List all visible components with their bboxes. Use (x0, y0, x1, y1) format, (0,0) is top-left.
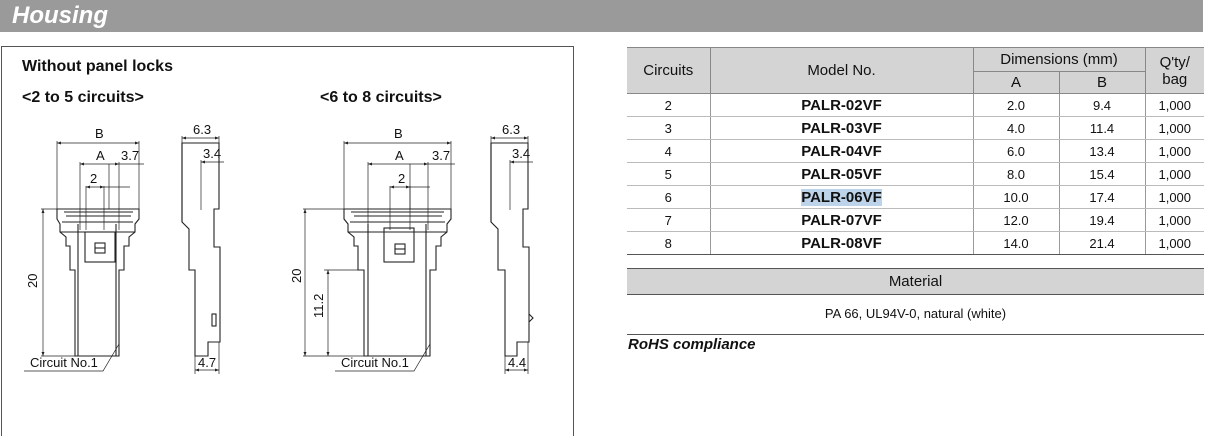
left-dim-a-ext: 3.7 (121, 148, 139, 163)
right-dim-2: 2 (398, 171, 405, 186)
cell-dim-a: 12.0 (972, 208, 1060, 232)
cell-model: PALR-04VF (709, 139, 974, 163)
right-dim-a-ext: 3.7 (432, 148, 450, 163)
cell-dim-b: 19.4 (1058, 208, 1146, 232)
left-side-width: 6.3 (193, 122, 211, 137)
cell-circuits: 5 (627, 162, 711, 186)
right-drawing-title: <6 to 8 circuits> (320, 89, 442, 106)
material-value: PA 66, UL94V-0, natural (white) (824, 306, 1007, 321)
cell-circuits: 4 (627, 139, 711, 163)
cell-circuits: 2 (627, 93, 711, 117)
material-heading: Material (627, 268, 1204, 295)
cell-dim-b: 15.4 (1058, 162, 1146, 186)
left-front-view (24, 141, 144, 372)
header-dim-b: B (1058, 71, 1146, 94)
right-circuit-label: Circuit No.1 (341, 355, 409, 370)
drawing-panel (1, 46, 574, 436)
header-qty-line1: Q'ty/ (1159, 53, 1190, 71)
page-title: Housing (12, 2, 108, 29)
model-text: PALR-05VF (801, 165, 882, 183)
cell-dim-a: 6.0 (972, 139, 1060, 163)
cell-qty: 1,000 (1144, 162, 1205, 186)
left-dim-a: A (96, 148, 105, 163)
right-side-inner: 3.4 (512, 146, 530, 161)
cell-dim-b: 13.4 (1058, 139, 1146, 163)
cell-model: PALR-03VF (709, 116, 974, 140)
cell-model: PALR-02VF (709, 93, 974, 117)
drawing-heading: Without panel locks (22, 58, 173, 75)
rohs-label: RoHS compliance (628, 336, 756, 353)
cell-qty: 1,000 (1144, 208, 1205, 232)
right-side-bottom: 4.4 (508, 355, 526, 370)
table-row: 5 PALR-05VF 8.0 15.4 1,000 (627, 162, 1205, 186)
model-text: PALR-04VF (801, 142, 882, 160)
cell-qty: 1,000 (1144, 231, 1205, 255)
table-row: 7 PALR-07VF 12.0 19.4 1,000 (627, 208, 1205, 232)
cell-dim-b: 11.4 (1058, 116, 1146, 140)
cell-model: PALR-05VF (709, 162, 974, 186)
right-dim-height2: 11.2 (311, 294, 326, 318)
cell-dim-a: 8.0 (972, 162, 1060, 186)
header-qty: Q'ty/ bag (1144, 47, 1205, 94)
left-side-bottom: 4.7 (198, 355, 216, 370)
model-text: PALR-02VF (801, 96, 882, 114)
cell-qty: 1,000 (1144, 185, 1205, 209)
left-dim-2: 2 (90, 171, 97, 186)
cell-circuits: 6 (627, 185, 711, 209)
right-dim-a: A (395, 148, 404, 163)
cell-dim-b: 17.4 (1058, 185, 1146, 209)
material-divider (627, 334, 1204, 335)
cell-qty: 1,000 (1144, 93, 1205, 117)
cell-model: PALR-06VF (709, 185, 974, 209)
header-bar: Housing (0, 0, 1203, 32)
cell-dim-a: 2.0 (972, 93, 1060, 117)
left-side-inner: 3.4 (203, 146, 221, 161)
header-circuits: Circuits (627, 47, 711, 94)
left-drawing-title: <2 to 5 circuits> (22, 89, 144, 106)
model-text: PALR-07VF (801, 211, 882, 229)
left-dim-b: B (95, 126, 104, 141)
cell-circuits: 7 (627, 208, 711, 232)
right-side-view (490, 136, 534, 374)
table-row: 3 PALR-03VF 4.0 11.4 1,000 (627, 116, 1205, 140)
cell-dim-a: 10.0 (972, 185, 1060, 209)
cell-model: PALR-07VF (709, 208, 974, 232)
header-dim-a: A (973, 71, 1060, 94)
cell-dim-a: 14.0 (972, 231, 1060, 255)
model-text: PALR-08VF (801, 234, 882, 252)
table-row: 2 PALR-02VF 2.0 9.4 1,000 (627, 93, 1205, 117)
cell-qty: 1,000 (1144, 139, 1205, 163)
right-dim-height: 20 (289, 269, 304, 283)
table-row: 6 PALR-06VF 10.0 17.4 1,000 (627, 185, 1205, 209)
cell-dim-b: 21.4 (1058, 231, 1146, 255)
technical-drawings: B A 3.7 2 20 Circuit No.1 6.3 3.4 4.7 (24, 122, 534, 374)
table-row: 4 PALR-04VF 6.0 13.4 1,000 (627, 139, 1205, 163)
cell-circuits: 3 (627, 116, 711, 140)
right-front-view (303, 141, 455, 372)
cell-model: PALR-08VF (709, 231, 974, 255)
table-row: 8 PALR-08VF 14.0 21.4 1,000 (627, 231, 1205, 255)
cell-circuits: 8 (627, 231, 711, 255)
cell-dim-b: 9.4 (1058, 93, 1146, 117)
cell-qty: 1,000 (1144, 116, 1205, 140)
left-dim-height: 20 (25, 274, 40, 288)
model-text: PALR-03VF (801, 119, 882, 137)
right-dim-b: B (394, 126, 403, 141)
header-model: Model No. (709, 47, 974, 94)
left-side-view (181, 136, 224, 374)
cell-dim-a: 4.0 (972, 116, 1060, 140)
left-circuit-label: Circuit No.1 (30, 355, 98, 370)
spec-table: Circuits Model No. Dimensions (mm) Q'ty/… (627, 47, 1205, 255)
header-dimensions: Dimensions (mm) (972, 47, 1146, 72)
header-qty-line2: bag (1162, 70, 1188, 88)
model-text-highlighted[interactable]: PALR-06VF (801, 188, 882, 206)
right-side-width: 6.3 (502, 122, 520, 137)
